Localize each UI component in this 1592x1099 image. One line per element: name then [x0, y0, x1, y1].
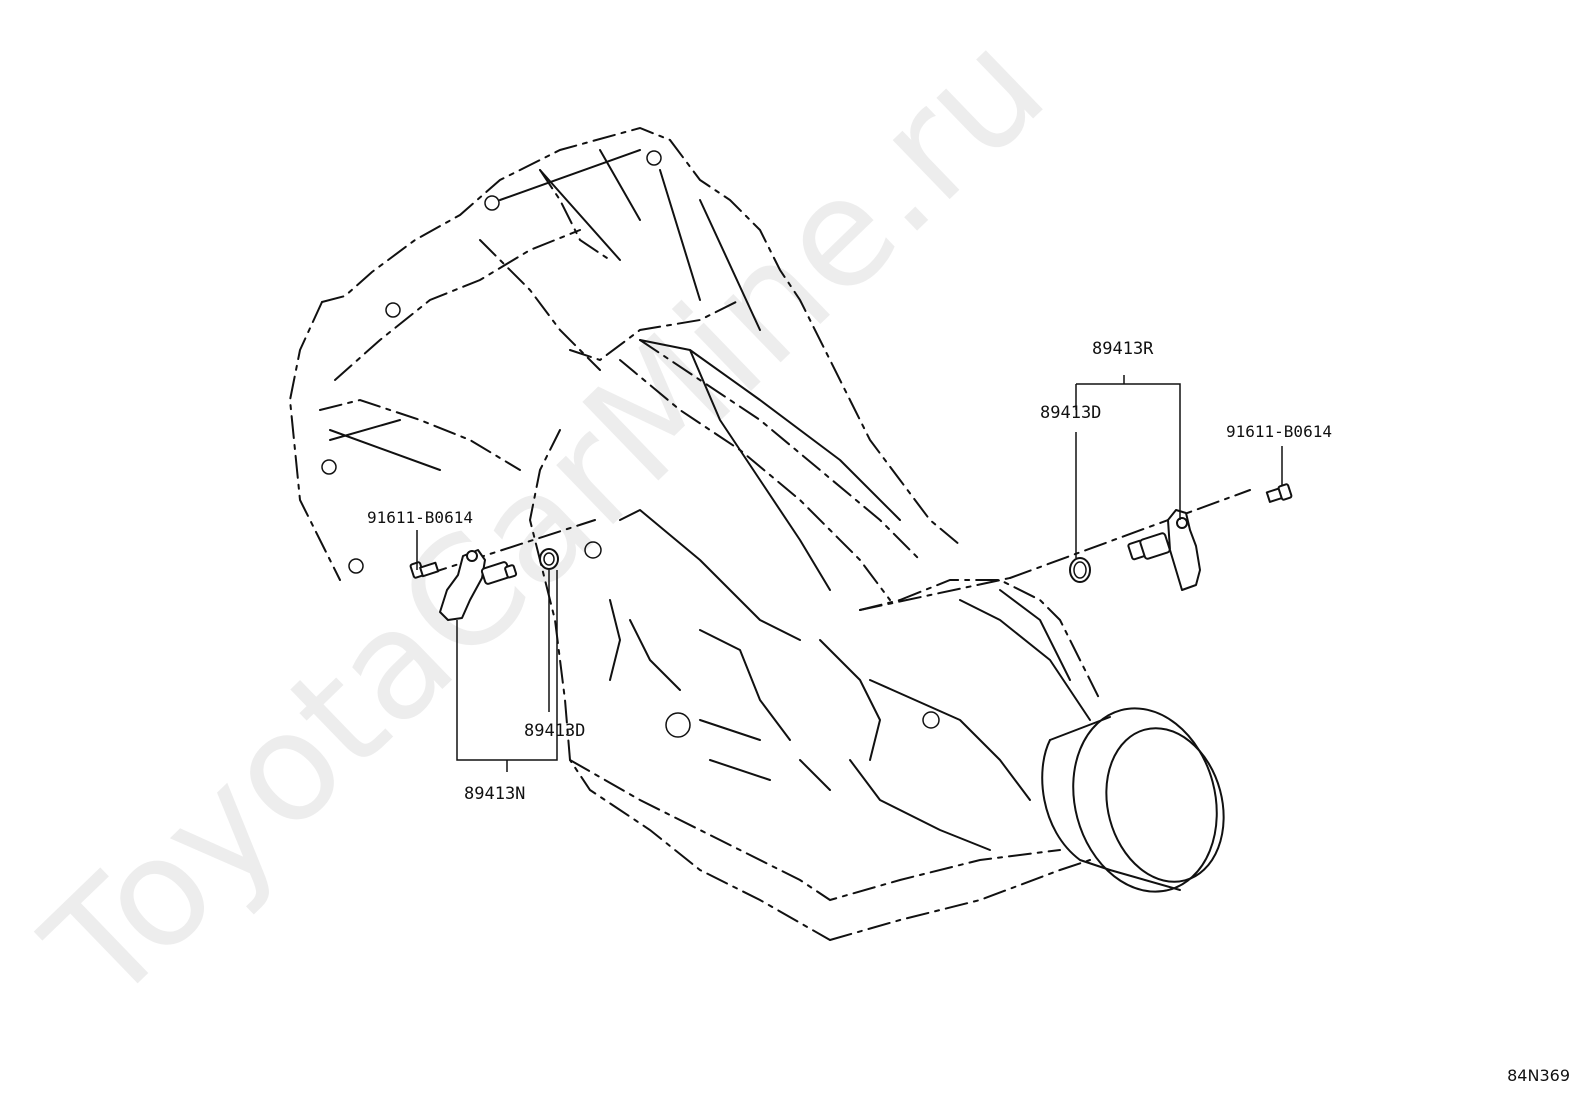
callout-left-bolt: 91611-B0614	[367, 508, 473, 527]
watermark: ToyotaCarMine.ru	[13, 0, 1077, 1036]
right-bolt-icon	[1265, 483, 1293, 503]
callout-right-sensor-assy: 89413R	[1092, 339, 1154, 359]
output-flange	[1041, 707, 1225, 893]
callout-left-oring: 89413D	[524, 721, 585, 741]
callout-right-bolt: 91611-B0614	[1226, 422, 1332, 441]
right-oring-icon	[1069, 557, 1091, 583]
right-speed-sensor-group	[1069, 375, 1293, 591]
right-speed-sensor-icon	[1127, 509, 1201, 591]
left-speed-sensor-group	[409, 530, 559, 772]
left-speed-sensor-icon	[439, 549, 518, 621]
callout-right-oring: 89413D	[1040, 403, 1101, 423]
left-oring-icon	[539, 548, 559, 570]
callout-left-sensor-assy: 89413N	[464, 784, 525, 804]
left-bolt-icon	[409, 561, 440, 579]
diagram-code: 84N369	[1507, 1066, 1570, 1085]
transmission-housing	[288, 126, 1251, 941]
housing-detail-lines	[321, 149, 1091, 851]
